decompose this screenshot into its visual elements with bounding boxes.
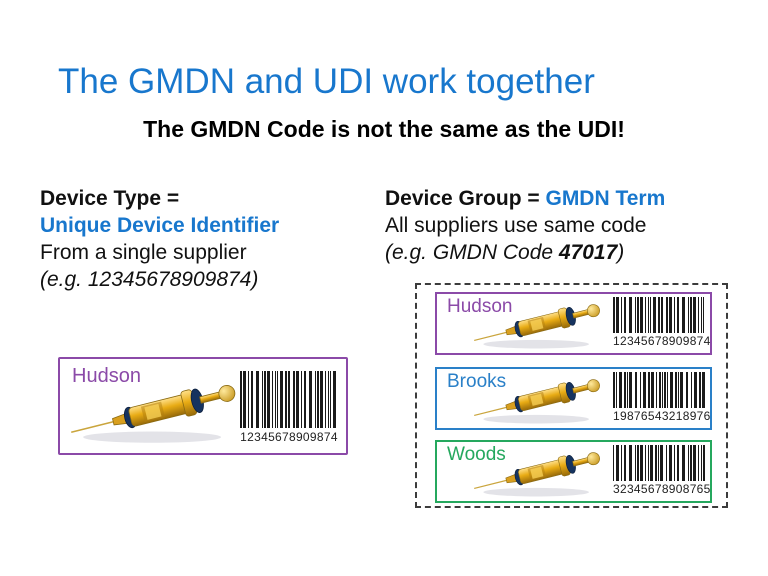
barcode-number: 12345678909874 [613, 334, 711, 348]
device-label-row: Brooks 19876543218976 [435, 367, 712, 430]
barcode-bars [613, 297, 705, 333]
device-group-line: All suppliers use same code [385, 214, 647, 237]
device-group-block: Device Group = GMDN Term All suppliers u… [385, 185, 665, 266]
barcode-bars [240, 371, 338, 428]
barcode: 12345678909874 [240, 371, 338, 444]
device-group-panel: Hudson 12345678909874 Brooks 19876543218… [415, 283, 728, 508]
barcode-number: 32345678908765 [613, 482, 711, 496]
single-device-label: Hudson 12345678909874 [58, 357, 348, 455]
supplier-name: Woods [447, 444, 506, 465]
syringe-icon [467, 295, 609, 354]
device-group-heading-black: Device Group = [385, 187, 546, 210]
device-type-block: Device Type = Unique Device Identifier F… [40, 185, 279, 293]
syringe-icon [467, 370, 609, 429]
barcode-number: 12345678909874 [240, 430, 338, 444]
slide-subtitle: The GMDN Code is not the same as the UDI… [143, 116, 625, 142]
supplier-name: Brooks [447, 371, 507, 392]
device-type-heading: Device Type = [40, 187, 180, 210]
barcode-bars [613, 445, 705, 481]
gmdn-term-heading: GMDN Term [545, 187, 666, 210]
device-label-row: Woods 32345678908765 [435, 440, 712, 503]
supplier-name: Hudson [447, 296, 513, 317]
slide-title: The GMDN and UDI work together [58, 62, 595, 101]
gmdn-code-number: 47017 [558, 241, 618, 264]
barcode-number: 19876543218976 [613, 409, 711, 423]
syringe-icon [467, 443, 609, 502]
syringe-icon [62, 373, 247, 450]
device-group-example: (e.g. GMDN Code 47017) [385, 239, 665, 266]
barcode-bars [613, 372, 705, 408]
device-group-heading: Device Group = GMDN Term [385, 185, 665, 212]
device-label-row: Hudson 12345678909874 [435, 292, 712, 355]
example-suffix: ) [617, 241, 625, 264]
barcode: 19876543218976 [613, 372, 711, 423]
device-type-example: (e.g. 12345678909874) [40, 268, 259, 291]
barcode: 12345678909874 [613, 297, 711, 348]
supplier-name: Hudson [72, 365, 141, 387]
barcode: 32345678908765 [613, 445, 711, 496]
device-type-line: From a single supplier [40, 241, 247, 264]
udi-heading: Unique Device Identifier [40, 214, 280, 237]
example-prefix: (e.g. GMDN Code [385, 241, 559, 264]
